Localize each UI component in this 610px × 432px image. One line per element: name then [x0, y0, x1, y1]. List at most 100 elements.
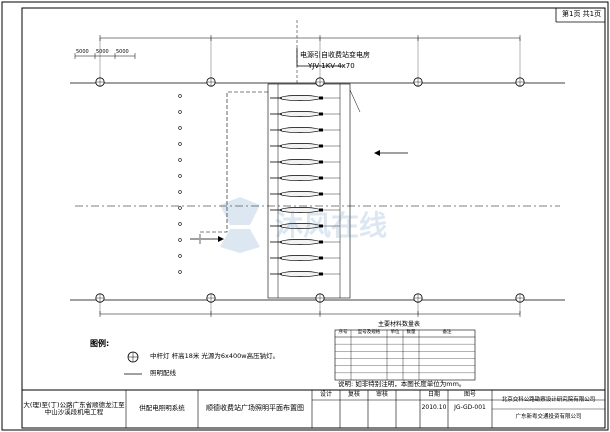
toll-lane [270, 111, 340, 117]
site-plan [70, 20, 565, 317]
toll-plaza-outline [267, 83, 351, 299]
toll-lane [270, 127, 340, 133]
high-mast-pole-top [515, 77, 525, 87]
system-name: 供配电照明系统 [139, 404, 185, 413]
toll-lane [270, 239, 340, 245]
lane-number-marker [178, 142, 182, 146]
project-name: 大(理)至(丁)公路广东省顺德龙江至中山沙溪段机电工程 [23, 400, 125, 416]
toll-booth [319, 192, 323, 196]
toll-booth-island [279, 191, 321, 197]
dimension-label-3: 5000 [116, 49, 129, 55]
toll-booth [319, 128, 323, 132]
toll-booth [319, 160, 323, 164]
inner-frame [21, 7, 606, 429]
toll-booth [319, 240, 323, 244]
legend-item-cable: 照明配线 [150, 369, 176, 377]
toll-booth [319, 224, 323, 228]
high-mast-pole-bottom [315, 293, 325, 303]
lane-number-marker [178, 174, 182, 178]
toll-lane [270, 95, 340, 101]
lane-numbers [178, 94, 182, 274]
direction-arrow-right-icon [374, 150, 408, 156]
lane-number-marker [178, 238, 182, 242]
date-value: 2010.10 [421, 403, 447, 411]
lane-number-marker [178, 206, 182, 210]
toll-booth-island [279, 159, 321, 165]
direction-arrow-left-icon [190, 236, 224, 242]
lane-number-marker [178, 110, 182, 114]
toll-lane [270, 255, 340, 261]
cable-spec-label: YJV-1KV-4x70 [308, 62, 355, 70]
toll-booth [319, 208, 323, 212]
number-label: 图号 [463, 391, 476, 399]
dimension-chain-bottom [99, 311, 521, 317]
high-mast-pole-top [206, 77, 216, 87]
toll-booth-island [279, 239, 321, 245]
high-mast-pole-bottom [413, 293, 423, 303]
materials-table-grid [334, 329, 476, 381]
toll-booth-island [279, 95, 321, 101]
dimension-label-2: 5000 [96, 49, 109, 55]
title-block-grid [125, 390, 605, 428]
materials-header-model: 型号及规格 [357, 330, 381, 336]
dimension-chain-top [99, 35, 521, 41]
page-number: 第1页 共1页 [562, 10, 602, 18]
toll-booth-island [279, 223, 321, 229]
lane-number-marker [178, 222, 182, 226]
lane-number-marker [178, 158, 182, 162]
toll-booth [319, 112, 323, 116]
date-label: 日期 [427, 391, 440, 399]
toll-lanes [270, 95, 340, 277]
lane-number-marker [178, 190, 182, 194]
toll-lane [270, 175, 340, 181]
materials-header-qty: 数量 [406, 330, 416, 336]
materials-table-title: 主要材料数量表 [378, 321, 421, 328]
company-owner: 广东新粤交通投资有限公司 [515, 413, 582, 420]
high-mast-pole-top [413, 77, 423, 87]
lighting-cable-left [199, 91, 268, 246]
high-mast-pole-top [95, 77, 105, 87]
toll-booth-island [279, 111, 321, 117]
cable-route [296, 48, 343, 67]
dimension-chains [74, 35, 521, 317]
toll-lane [270, 207, 340, 213]
toll-booth [319, 272, 323, 276]
lane-number-marker [178, 126, 182, 130]
high-mast-poles [95, 77, 525, 303]
drawing-note: 说明: 如非特别注明，本图长度单位为mm。 [338, 380, 466, 388]
toll-lane [270, 191, 340, 197]
toll-lane [270, 271, 340, 277]
approve-label: 审核 [375, 391, 388, 399]
high-mast-pole-top [315, 77, 325, 87]
dimension-label-1: 5000 [76, 49, 89, 55]
materials-header-remark: 备注 [442, 330, 452, 336]
lane-number-marker [178, 94, 182, 98]
legend-symbols [124, 351, 142, 375]
toll-booth-island [279, 127, 321, 133]
toll-booth [319, 256, 323, 260]
dimension-chain-small [74, 53, 136, 59]
toll-booth-island [279, 175, 321, 181]
lane-number-marker [178, 254, 182, 258]
toll-booth [319, 144, 323, 148]
drawing-title: 顺德收费站广场照明平面布置图 [206, 404, 304, 413]
toll-lane [270, 159, 340, 165]
high-mast-pole-bottom [515, 293, 525, 303]
materials-header-index: 序号 [338, 330, 348, 336]
cable-source-label: 电源引自收费站变电房 [300, 51, 370, 59]
toll-booth-island [279, 255, 321, 261]
toll-booth-island [279, 271, 321, 277]
company-designer: 北京交科公路勘察设计研究院有限公司 [501, 396, 596, 403]
toll-lane [270, 143, 340, 149]
toll-booth [319, 96, 323, 100]
toll-booth-island [279, 207, 321, 213]
lane-number-marker [178, 270, 182, 274]
legend-item-pole: 中杆灯 杆高18米 光源为6x400w高压钠灯。 [150, 352, 280, 360]
toll-booth-island [279, 143, 321, 149]
review-label: 复核 [347, 391, 360, 399]
number-value: JG-GD-001 [454, 403, 486, 411]
high-mast-pole-bottom [206, 293, 216, 303]
